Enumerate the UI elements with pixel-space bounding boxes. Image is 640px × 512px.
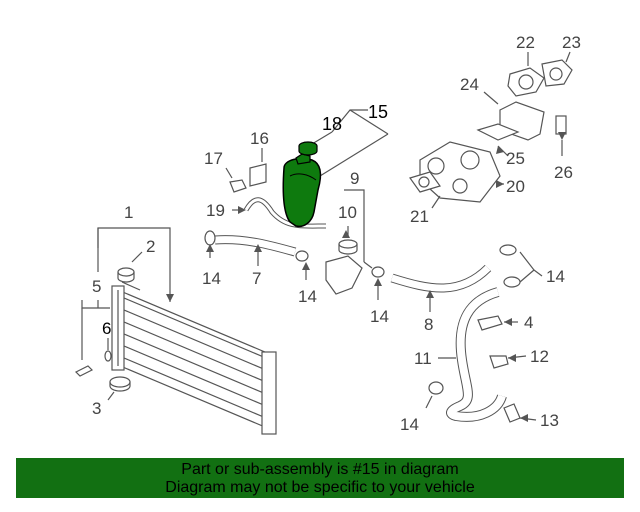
callout-19: 19 [206, 201, 225, 220]
drain-cap [117, 251, 143, 283]
callout-5: 5 [92, 277, 101, 296]
callout-22: 22 [516, 33, 535, 52]
callout-14-e: 14 [400, 415, 419, 434]
footer-line-1: Part or sub-assembly is #15 in diagram [181, 461, 459, 478]
callout-7: 7 [252, 269, 261, 288]
footer-line-2: Diagram may not be specific to your vehi… [165, 479, 475, 496]
thermostat-housing [409, 141, 504, 209]
callout-4: 4 [524, 313, 533, 332]
callout-8: 8 [424, 315, 433, 334]
callout-14: 14 [202, 269, 221, 288]
callout-15[interactable]: 15 [368, 102, 388, 122]
callout-9: 9 [350, 169, 359, 188]
callout-13: 13 [540, 411, 559, 430]
callout-6: 6 [102, 319, 111, 338]
callout-20: 20 [506, 177, 525, 196]
callout-18: 18 [322, 114, 342, 134]
callout-10: 10 [338, 203, 357, 222]
callout-11: 11 [414, 349, 432, 368]
callout-16: 16 [250, 129, 269, 148]
radiator [111, 281, 277, 435]
thermostat-parts [476, 51, 573, 157]
cushion [107, 376, 131, 401]
footer-banner: Part or sub-assembly is #15 in diagram D… [16, 458, 624, 498]
callout-17: 17 [204, 149, 223, 168]
callout-2: 2 [146, 237, 155, 256]
callout-1: 1 [124, 203, 133, 222]
coolant-reservoir-highlight[interactable] [282, 141, 322, 228]
callout-14-b: 14 [298, 287, 317, 306]
hose-7 [214, 235, 297, 266]
callout-23: 23 [562, 33, 581, 52]
callout-14-d: 14 [546, 267, 565, 286]
callout-21: 21 [410, 207, 429, 226]
callout-12: 12 [530, 347, 549, 366]
callout-25: 25 [506, 149, 525, 168]
callout-24: 24 [460, 75, 479, 94]
callout-14-c: 14 [370, 307, 389, 326]
callout-26: 26 [554, 163, 573, 182]
callout-3: 3 [92, 399, 101, 418]
hose-11 [438, 287, 507, 422]
